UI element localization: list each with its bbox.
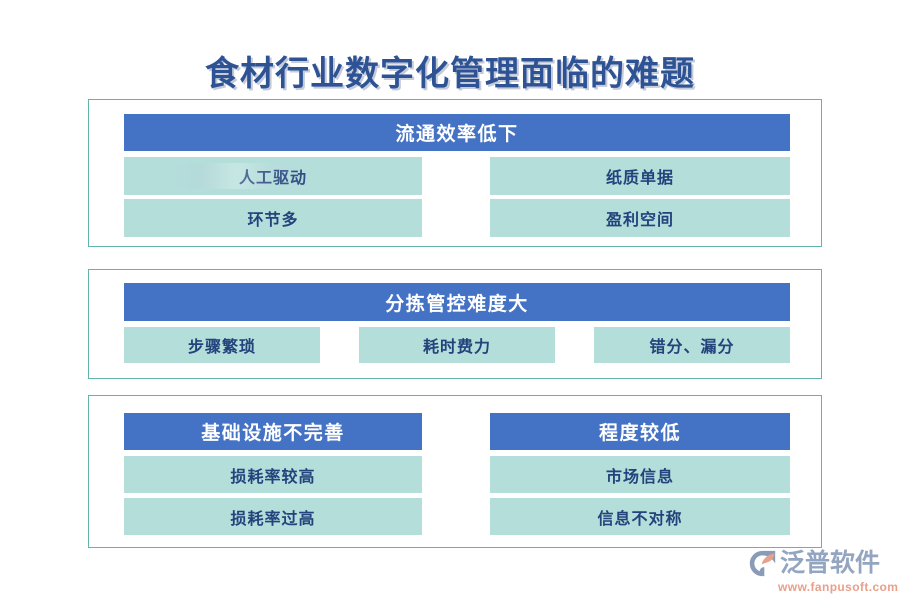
section-1-item-3: 盈利空间 <box>490 199 790 237</box>
section-sorting-difficulty: 分拣管控难度大 步骤繁琐 耗时费力 错分、漏分 <box>88 269 822 379</box>
brand-name: 泛普软件 <box>780 549 881 577</box>
section-distribution-efficiency: 流通效率低下 人工驱动 纸质单据 环节多 盈利空间 <box>88 99 822 247</box>
fanpu-logo-icon <box>749 550 776 577</box>
section-infrastructure-and-informatization: 基础设施不完善 程度较低 损耗率较高 损耗率过高 市场信息 信息不对称 <box>88 395 822 548</box>
section-3-group-0-header: 基础设施不完善 <box>124 413 422 450</box>
section-3-group-1-item-0: 市场信息 <box>490 456 790 493</box>
page-title: 食材行业数字化管理面临的难题 <box>205 56 695 93</box>
section-3-group-0-item-1: 损耗率过高 <box>124 498 422 535</box>
section-1-item-2: 环节多 <box>124 199 422 237</box>
section-1-item-0: 人工驱动 <box>124 157 422 195</box>
section-2-header: 分拣管控难度大 <box>124 283 790 321</box>
section-1-header: 流通效率低下 <box>124 114 790 151</box>
brand-row: 泛普软件 <box>748 549 880 578</box>
section-2-item-0: 步骤繁琐 <box>124 327 320 363</box>
section-3-group-1-item-1: 信息不对称 <box>490 498 790 535</box>
section-1-item-1: 纸质单据 <box>490 157 790 195</box>
section-3-group-1-header: 程度较低 <box>490 413 790 450</box>
brand-url: www.fanpusoft.com <box>778 580 899 594</box>
section-2-item-1: 耗时费力 <box>359 327 555 363</box>
section-3-group-0-item-0: 损耗率较高 <box>124 456 422 493</box>
brand-watermark: 泛普软件 www.fanpusoft.com <box>748 549 898 595</box>
section-2-item-2: 错分、漏分 <box>594 327 790 363</box>
